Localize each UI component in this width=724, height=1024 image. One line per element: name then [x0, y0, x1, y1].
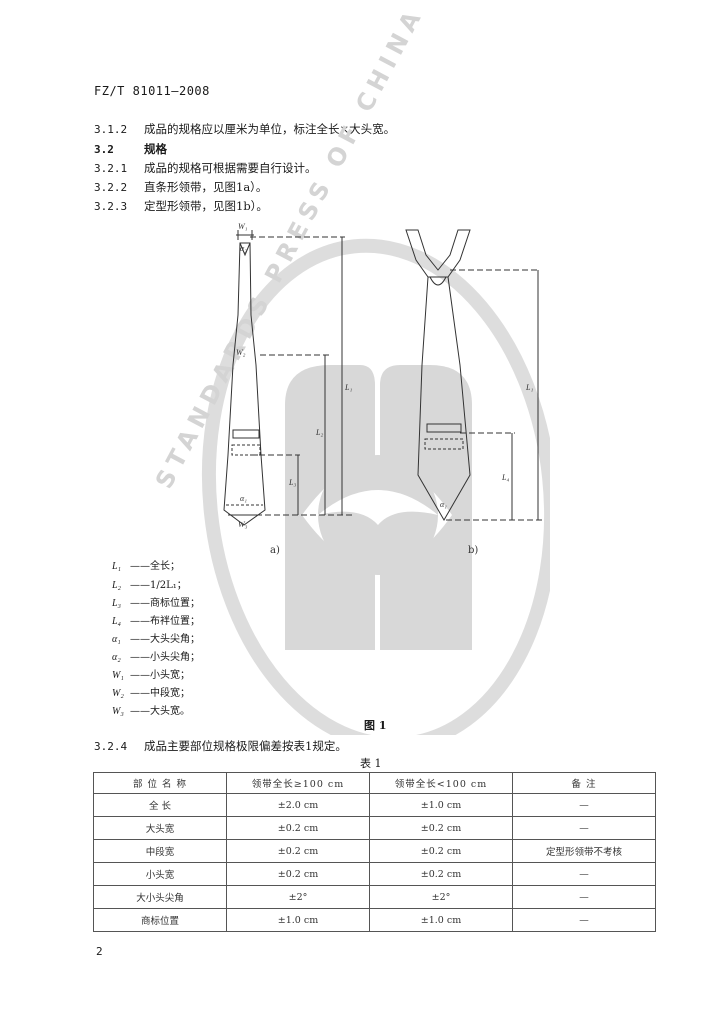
label-l2: L₂: [315, 428, 323, 437]
table-cell: 大头宽: [93, 816, 227, 840]
clause-text: 成品的规格可根据需要自行设计。: [144, 161, 317, 175]
table-row: 小头宽 ±0.2 cm ±0.2 cm —: [93, 862, 656, 886]
label-l4: L₄: [501, 473, 509, 482]
table-cell: ±0.2 cm: [226, 816, 370, 840]
table-cell: ±2.0 cm: [226, 793, 370, 817]
table-cell: —: [512, 908, 656, 932]
table-cell: ±0.2 cm: [226, 839, 370, 863]
table-row: 大小头尖角 ±2° ±2° —: [93, 885, 656, 909]
clause-number: 3.2.1: [94, 162, 128, 175]
clause-3-2: 3.2 规格: [94, 141, 167, 157]
table-header-cell: 部 位 名 称: [93, 772, 227, 794]
legend-item: L₁——全长；: [112, 561, 180, 572]
table-cell: 商标位置: [93, 908, 227, 932]
table-cell: ±0.2 cm: [369, 862, 513, 886]
label-l3: L₃: [288, 478, 296, 487]
clause-number: 3.1.2: [94, 123, 128, 136]
label-w2: W₂: [236, 348, 246, 357]
watermark-logo: [201, 238, 550, 735]
table-header-row: 部 位 名 称 领带全长≥100 cm 领带全长<100 cm 备 注: [93, 772, 656, 794]
table-cell: —: [512, 885, 656, 909]
clause-number: 3.2.4: [94, 740, 128, 753]
clause-3-2-1: 3.2.1 成品的规格可根据需要自行设计。: [94, 160, 317, 176]
label-a2-top: α₂: [240, 244, 247, 253]
legend-item: L₂——1/2L₁；: [112, 580, 187, 591]
subfigure-b-label: b): [468, 545, 478, 556]
table-cell: 全 长: [93, 793, 227, 817]
table-header-cell: 备 注: [512, 772, 656, 794]
table-cell: 定型形领带不考核: [512, 839, 656, 863]
clause-text: 直条形领带，见图1a）。: [144, 180, 268, 194]
table-cell: 中段宽: [93, 839, 227, 863]
table-cell: ±1.0 cm: [369, 793, 513, 817]
subfigure-a-label: a): [270, 545, 280, 556]
table-cell: —: [512, 816, 656, 840]
table-cell: ±0.2 cm: [226, 862, 370, 886]
table-row: 大头宽 ±0.2 cm ±0.2 cm —: [93, 816, 656, 840]
table-cell: 小头宽: [93, 862, 227, 886]
tolerance-table: 部 位 名 称 领带全长≥100 cm 领带全长<100 cm 备 注 全 长 …: [93, 772, 656, 932]
clause-text: 成品的规格应以厘米为单位，标注全长×大头宽。: [144, 122, 396, 136]
clause-text: 规格: [144, 142, 167, 156]
legend-item: L₃——商标位置；: [112, 598, 200, 609]
table-cell: ±2°: [226, 885, 370, 909]
clause-3-1-2: 3.1.2 成品的规格应以厘米为单位，标注全长×大头宽。: [94, 121, 395, 137]
figure-caption: 图 1: [364, 719, 387, 732]
table-cell: —: [512, 793, 656, 817]
document-code-header: FZ/T 81011—2008: [94, 84, 210, 98]
legend-item: W₂——中段宽；: [112, 688, 190, 699]
clause-3-2-4: 3.2.4 成品主要部位规格极限偏差按表1规定。: [94, 738, 347, 754]
clause-number: 3.2.2: [94, 181, 128, 194]
label-w1: W₁: [238, 222, 248, 231]
label-a1: α₁: [240, 494, 247, 503]
clause-text: 定型形领带，见图1b）。: [144, 199, 268, 213]
label-l1-b: L₁: [525, 383, 533, 392]
table-row: 商标位置 ±1.0 cm ±1.0 cm —: [93, 908, 656, 932]
table-cell: ±2°: [369, 885, 513, 909]
clause-text: 成品主要部位规格极限偏差按表1规定。: [144, 739, 347, 753]
clause-number: 3.2: [94, 143, 114, 156]
legend-item: L₄——布袢位置；: [112, 616, 200, 627]
page-number: 2: [96, 945, 103, 958]
table-row: 中段宽 ±0.2 cm ±0.2 cm 定型形领带不考核: [93, 839, 656, 863]
table-row: 全 长 ±2.0 cm ±1.0 cm —: [93, 793, 656, 817]
legend-item: W₁——小头宽；: [112, 670, 190, 681]
table-cell: ±0.2 cm: [369, 839, 513, 863]
table-cell: ±1.0 cm: [226, 908, 370, 932]
clause-3-2-2: 3.2.2 直条形领带，见图1a）。: [94, 179, 267, 195]
clause-3-2-3: 3.2.3 定型形领带，见图1b）。: [94, 198, 268, 214]
label-l1-a: L₁: [344, 383, 352, 392]
legend-item: α₂——小头尖角；: [112, 652, 200, 663]
table-header-cell: 领带全长≥100 cm: [226, 772, 370, 794]
tie-diagram: W₁ α₂ W₂ α₁ W₃ L₁ L₂ L₃ L₁ L₄ α₁ a) b): [223, 222, 542, 556]
table-cell: ±0.2 cm: [369, 816, 513, 840]
legend-item: α₁——大头尖角；: [112, 634, 200, 645]
table-cell: 大小头尖角: [93, 885, 227, 909]
label-w3: W₃: [238, 520, 248, 529]
label-a1-b: α₁: [440, 500, 447, 509]
table-header-cell: 领带全长<100 cm: [369, 772, 513, 794]
table-cell: —: [512, 862, 656, 886]
clause-number: 3.2.3: [94, 200, 128, 213]
table-cell: ±1.0 cm: [369, 908, 513, 932]
legend-item: W₃——大头宽。: [112, 706, 190, 717]
table-caption: 表 1: [360, 757, 382, 770]
